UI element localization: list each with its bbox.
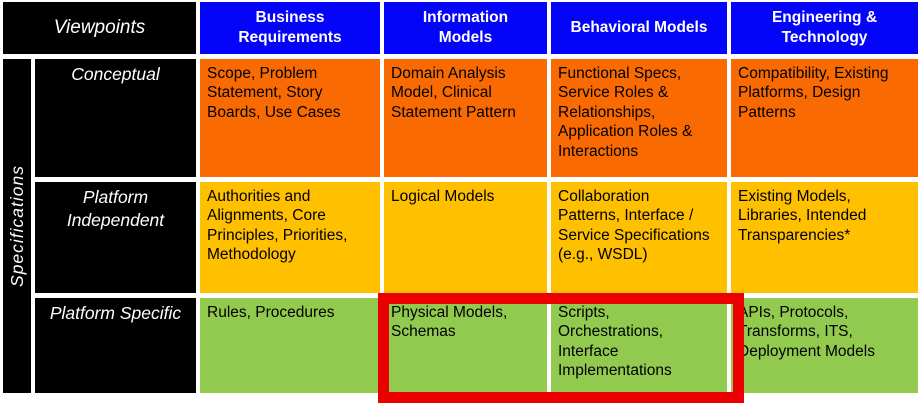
- cell-conceptual-business-requirements: Scope, Problem Statement, Story Boards, …: [200, 59, 380, 177]
- column-header-label: Engineering & Technology: [771, 8, 878, 46]
- cell-platform-specific-information-models: Physical Models, Schemas: [384, 298, 547, 393]
- column-header-label: Business Requirements: [238, 8, 342, 46]
- column-header-label: Behavioral Models: [570, 18, 708, 36]
- cell-platform-specific-engineering-technology: APIs, Protocols, Transforms, ITS, Deploy…: [731, 298, 918, 393]
- viewpoints-label: Viewpoints: [53, 17, 146, 38]
- row-label-platform-specific: Platform Specific: [35, 298, 196, 393]
- column-header-behavioral-models: Behavioral Models: [551, 2, 727, 54]
- cell-conceptual-information-models: Domain Analysis Model, Clinical Statemen…: [384, 59, 547, 177]
- row-label-conceptual: Conceptual: [35, 59, 196, 177]
- cell-platform-independent-business-requirements: Authorities and Alignments, Core Princip…: [200, 182, 380, 293]
- cell-platform-independent-engineering-technology: Existing Models, Libraries, Intended Tra…: [731, 182, 918, 293]
- corner-cell-viewpoints: Viewpoints: [3, 2, 196, 54]
- column-header-engineering-technology: Engineering & Technology: [731, 2, 918, 54]
- row-label-platform-independent: Platform Independent: [35, 182, 196, 293]
- cell-conceptual-engineering-technology: Compatibility, Existing Platforms, Desig…: [731, 59, 918, 177]
- cell-platform-specific-business-requirements: Rules, Procedures: [200, 298, 380, 393]
- matrix-grid: Viewpoints Business Requirements Informa…: [3, 2, 918, 393]
- cell-conceptual-behavioral-models: Functional Specs, Service Roles & Relati…: [551, 59, 727, 177]
- cell-platform-independent-information-models: Logical Models: [384, 182, 547, 293]
- cell-platform-independent-behavioral-models: Collaboration Patterns, Interface / Serv…: [551, 182, 727, 293]
- cell-platform-specific-behavioral-models: Scripts, Orchestrations, Interface Imple…: [551, 298, 727, 393]
- column-header-information-models: Information Models: [384, 2, 547, 54]
- specifications-side-bar: Specifications: [3, 59, 31, 393]
- specifications-label: Specifications: [6, 165, 27, 287]
- column-header-business-requirements: Business Requirements: [200, 2, 380, 54]
- column-header-label: Information Models: [422, 8, 509, 46]
